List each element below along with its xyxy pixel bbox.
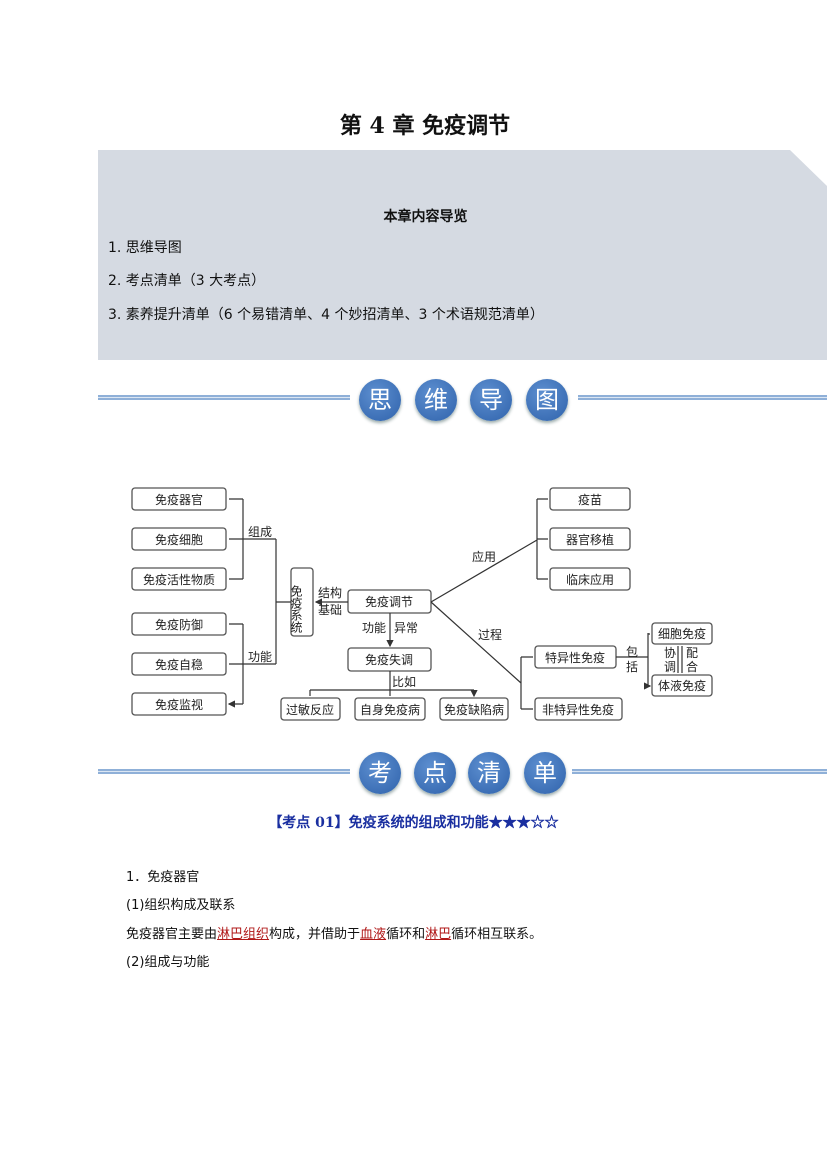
mindmap-node: 免疫缺陷病: [444, 702, 504, 717]
mindmap-node: 免疫防御: [155, 617, 203, 632]
mindmap-node: 免疫活性物质: [143, 572, 215, 587]
section-heading: 1．免疫器官: [126, 870, 200, 885]
mindmap-node: 免疫系统: [289, 584, 303, 633]
mindmap-node: 免疫细胞: [155, 532, 203, 547]
guide-item: 1. 思维导图: [108, 240, 182, 256]
paragraph: 免疫器官主要由淋巴组织构成，并借助于血液循环和淋巴循环相互联系。: [126, 923, 542, 942]
guide-heading: 本章内容导览: [383, 209, 468, 225]
mindmap-node: 器官移植: [566, 532, 614, 547]
banner-char: 清: [468, 752, 510, 794]
mindmap-node: 临床应用: [566, 572, 614, 587]
subsection-heading: (1)组织构成及联系: [126, 898, 236, 913]
banner-line: [98, 769, 350, 774]
guide-item: 2. 考点清单（3 大考点）: [108, 273, 266, 289]
text: 循环相互联系。: [451, 927, 543, 942]
text: 循环和: [386, 927, 426, 942]
key-term: 血液: [360, 927, 387, 942]
banner-char: 考: [359, 752, 401, 794]
key-term: 淋巴组织: [217, 927, 270, 942]
mindmap-label: 合: [686, 659, 698, 674]
mindmap-label: 协: [664, 645, 676, 660]
mindmap-node: 过敏反应: [286, 702, 334, 717]
mindmap-label: 调: [664, 660, 676, 674]
mindmap-node: 免疫失调: [365, 652, 413, 667]
mindmap-label: 异常: [394, 621, 418, 635]
mindmap-node: 体液免疫: [658, 678, 706, 693]
mindmap-label: 括: [626, 659, 638, 674]
chapter-guide-box: 本章内容导览 1. 思维导图 2. 考点清单（3 大考点） 3. 素养提升清单（…: [98, 150, 827, 360]
mindmap-label: 基础: [318, 603, 342, 617]
mindmap-label: 结构: [318, 585, 342, 600]
mindmap-label: 包: [626, 645, 638, 659]
mindmap-label: 组成: [248, 525, 272, 539]
mindmap-label: 功能: [362, 621, 386, 635]
mindmap-label: 配: [686, 646, 698, 660]
mindmap-label: 过程: [478, 627, 502, 642]
mindmap-label: 比如: [392, 674, 416, 689]
banner-char: 单: [524, 752, 566, 794]
mindmap-node: 自身免疫病: [360, 702, 420, 717]
mindmap-node: 特异性免疫: [545, 650, 605, 665]
banner-char: 图: [526, 379, 568, 421]
mindmap-node: 免疫监视: [155, 697, 203, 712]
text: 免疫器官主要由: [126, 927, 218, 942]
banner-char: 导: [470, 379, 512, 421]
banner-line: [572, 769, 827, 774]
chapter-title: 第 4 章 免疫调节: [339, 113, 511, 139]
mind-map: 免疫器官 免疫细胞 免疫活性物质 免疫防御 免疫自稳 免疫监视 组成 功能 免疫…: [131, 487, 713, 721]
kaodian-heading: 【考点 01】免疫系统的组成和功能★★★☆☆: [0, 812, 827, 832]
mindmap-node: 免疫调节: [365, 594, 413, 609]
star-rating: ★★★☆☆: [488, 815, 559, 831]
key-term: 淋巴: [425, 927, 452, 942]
mindmap-node: 疫苗: [578, 492, 602, 507]
mindmap-node: 免疫器官: [155, 492, 203, 507]
mindmap-label: 应用: [472, 549, 496, 564]
banner-line: [98, 395, 350, 400]
mindmap-node: 免疫自稳: [155, 657, 203, 672]
banner-line: [578, 395, 827, 400]
subsection-heading: (2)组成与功能: [126, 955, 210, 970]
mindmap-node: 细胞免疫: [658, 626, 706, 641]
banner-char: 点: [414, 752, 456, 794]
mindmap-node: 非特异性免疫: [542, 702, 614, 717]
text: 构成，并借助于: [269, 927, 361, 942]
banner-char: 思: [359, 379, 401, 421]
banner-char: 维: [415, 379, 457, 421]
kaodian-title: 【考点 01】免疫系统的组成和功能: [268, 815, 489, 831]
mindmap-label: 功能: [248, 650, 272, 664]
guide-item: 3. 素养提升清单（6 个易错清单、4 个妙招清单、3 个术语规范清单）: [108, 307, 544, 323]
